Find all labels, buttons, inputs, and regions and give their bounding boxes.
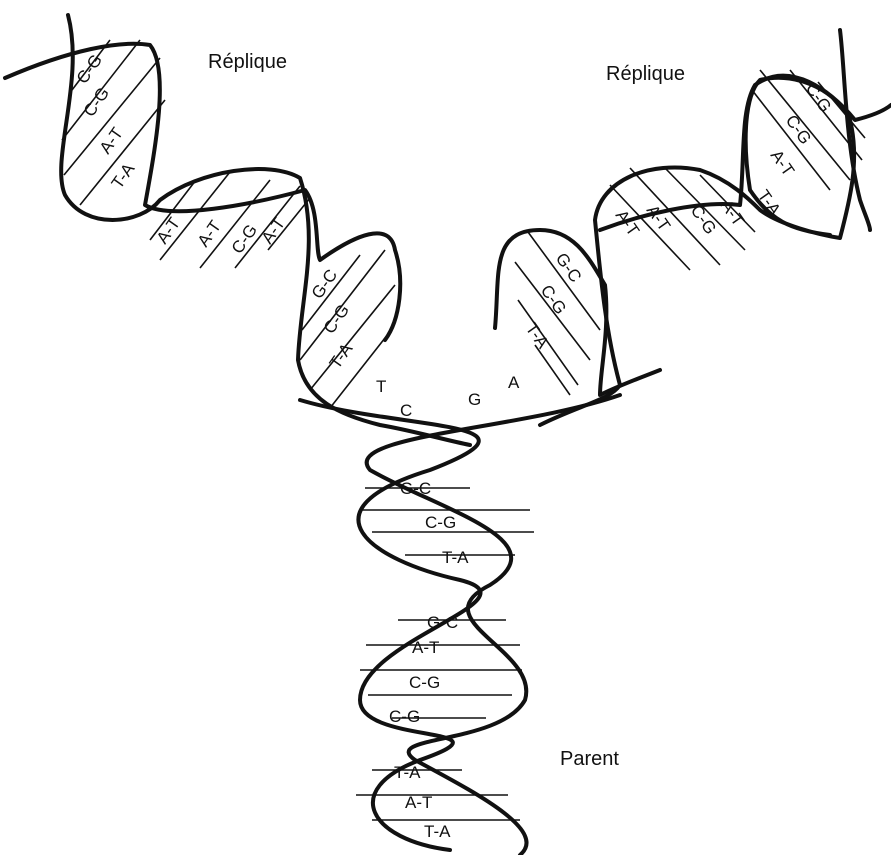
parent-base-pairs: G-C C-G T-A G-C A-T C-G C-G T-A A-T T-A (389, 479, 469, 841)
right-replica-helix (495, 30, 891, 425)
right-pair-8: T-A (754, 186, 785, 219)
right-pair-3: T-A (522, 319, 553, 352)
left-pair-1: G-C (308, 266, 341, 302)
right-pair-10: C-G (782, 111, 815, 147)
left-pair-4: A-T (258, 214, 289, 247)
right-unpaired-1: G (468, 390, 481, 409)
parent-pair-1: G-C (400, 479, 431, 498)
parent-pair-9: A-T (405, 793, 432, 812)
parent-pair-10: T-A (424, 822, 451, 841)
right-pair-9: A-T (767, 146, 798, 179)
parent-pair-2: C-G (425, 513, 456, 532)
parent-helix (300, 395, 620, 855)
left-pair-6: A-T (194, 217, 225, 250)
left-unpaired-2: C (400, 401, 412, 420)
left-unpaired-1: T (376, 377, 386, 396)
right-pair-2: C-G (537, 281, 570, 317)
parent-strand-b (367, 395, 620, 855)
right-pair-5: A-T (643, 201, 674, 234)
right-replica-base-pairs: G-C C-G T-A A-T A-T C-G A-T T-A A-T C-G … (468, 79, 835, 409)
parent-pair-7: C-G (389, 707, 420, 726)
replica-left-label: Réplique (208, 51, 287, 73)
replica-right-label: Réplique (606, 63, 685, 85)
right-pair-1: G-C (552, 249, 585, 285)
parent-pair-3: T-A (442, 548, 469, 567)
right-replica-tail-strand (840, 30, 870, 230)
parent-pair-5: A-T (412, 638, 439, 657)
left-pair-3: T-A (326, 339, 357, 372)
right-pair-4: A-T (612, 206, 643, 239)
left-replica-helix (5, 15, 470, 445)
parent-pair-8: T-A (394, 763, 421, 782)
left-pair-10: C-G (80, 84, 113, 120)
parent-pair-4: G-C (427, 613, 458, 632)
left-pair-2: C-G (320, 301, 353, 337)
parent-label: Parent (560, 748, 619, 770)
parent-pair-6: C-G (409, 673, 440, 692)
right-unpaired-2: A (508, 373, 520, 392)
left-pair-7: A-T (153, 214, 184, 247)
right-replica-lower-strand (495, 230, 660, 395)
